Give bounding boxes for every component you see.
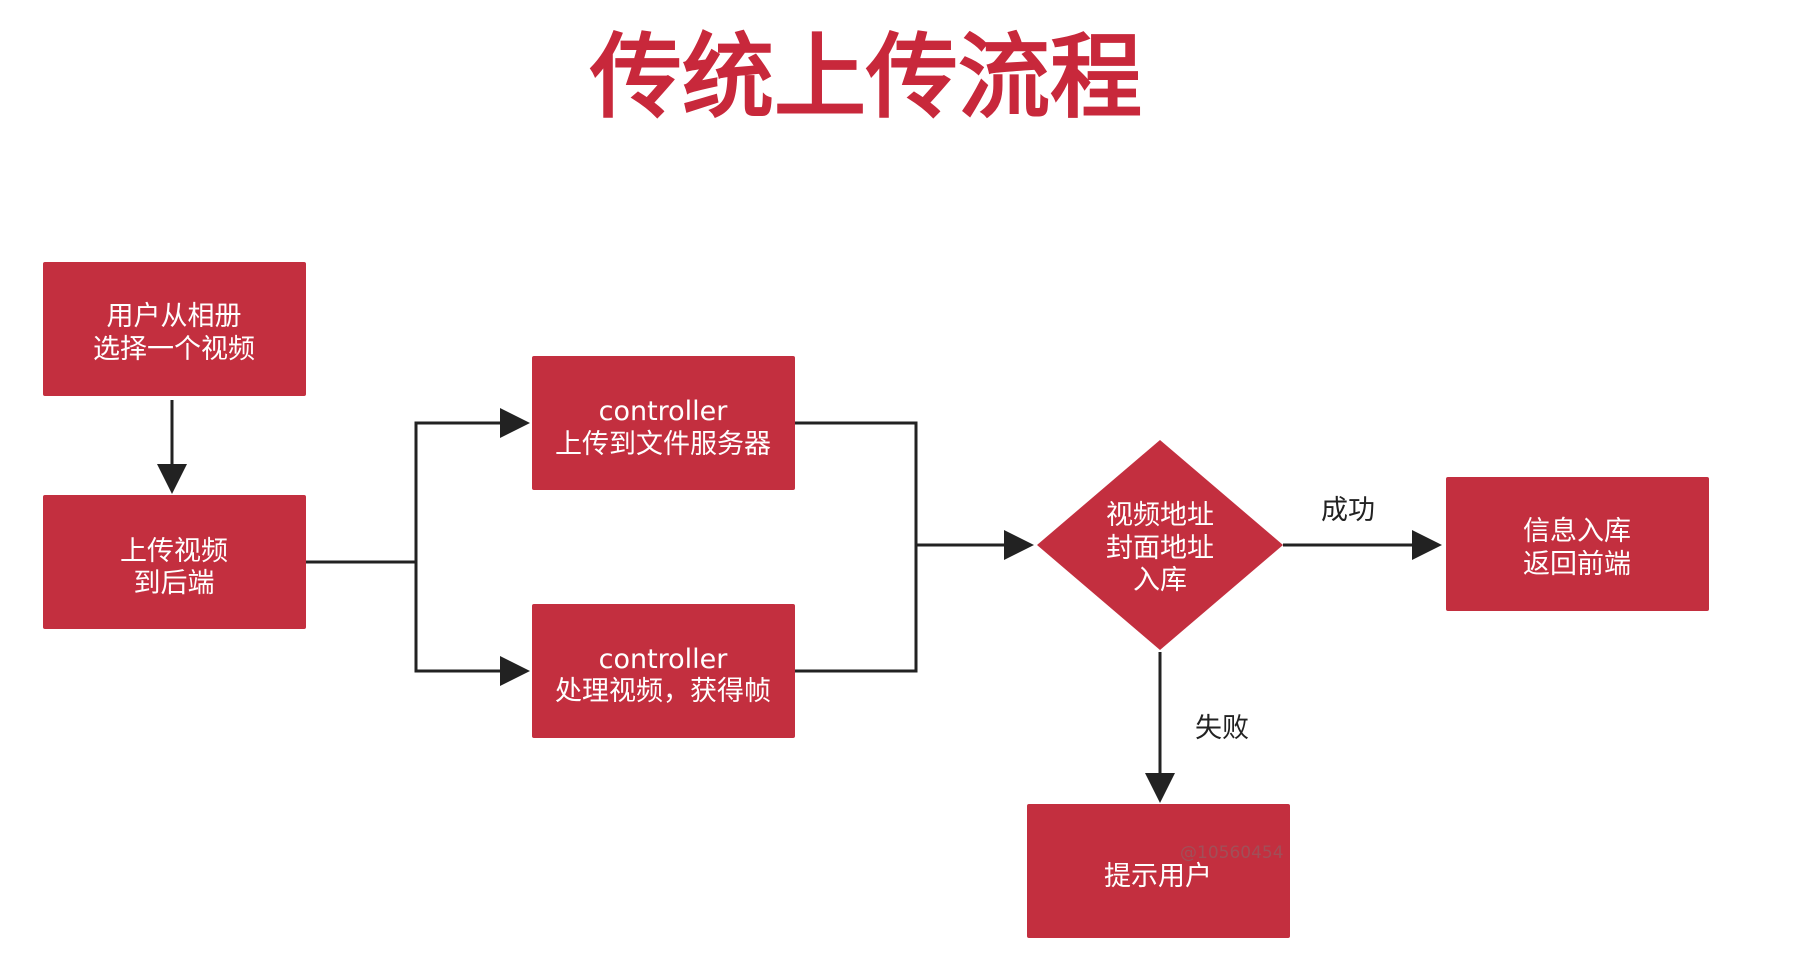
node-select-video: 用户从相册 选择一个视频 (43, 262, 306, 396)
failure-label: 失败 (1195, 713, 1249, 744)
page-title: 传统上传流程 (590, 24, 1143, 131)
node-upload-backend-line-2: 到后端 (134, 568, 215, 599)
edge-file-server-to-merge (795, 421, 918, 545)
node-notify-user-line-1: 提示用户 (1104, 861, 1212, 892)
node-upload-file-server-line-1: controller (599, 396, 729, 427)
success-label: 成功 (1321, 495, 1375, 526)
node-upload-file-server: controller 上传到文件服务器 (532, 356, 795, 490)
edge-branch-to-process (414, 562, 530, 686)
edge-process-to-merge (795, 545, 918, 673)
edges: 成功 失败 (157, 400, 1442, 803)
node-upload-backend-line-1: 上传视频 (120, 536, 228, 567)
node-process-frames: controller 处理视频，获得帧 (532, 604, 795, 738)
node-save-return: 信息入库 返回前端 (1446, 477, 1709, 611)
node-process-frames-line-2: 处理视频，获得帧 (555, 676, 771, 707)
node-process-frames-line-1: controller (599, 644, 729, 675)
node-select-video-line-1: 用户从相册 (107, 301, 242, 332)
node-decision-store-line-1: 视频地址 (1106, 500, 1214, 531)
node-upload-file-server-line-2: 上传到文件服务器 (555, 429, 771, 460)
node-save-return-line-1: 信息入库 (1523, 516, 1631, 547)
node-save-return-line-2: 返回前端 (1523, 549, 1631, 580)
node-upload-backend: 上传视频 到后端 (43, 495, 306, 629)
node-decision-store-line-3: 入库 (1133, 565, 1187, 596)
node-decision-store-line-2: 封面地址 (1106, 533, 1214, 564)
node-decision-store: 视频地址 封面地址 入库 (1037, 440, 1283, 650)
watermark-text: @10560454 (1180, 843, 1284, 863)
node-notify-user: 提示用户 (1027, 804, 1290, 938)
node-select-video-line-2: 选择一个视频 (93, 334, 255, 365)
edge-branch-to-file-server (414, 408, 530, 562)
